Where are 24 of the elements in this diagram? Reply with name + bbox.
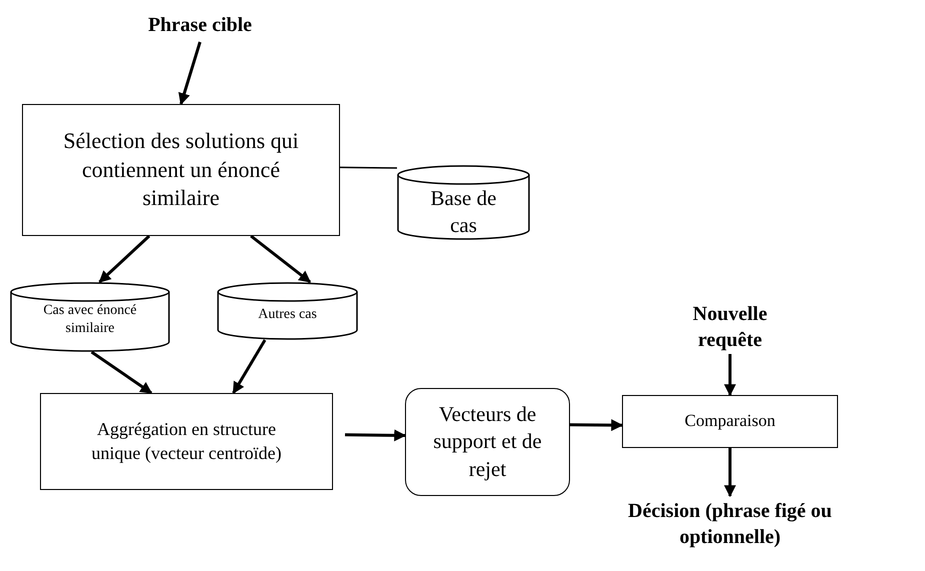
- rounded-box: [405, 388, 570, 496]
- process-box: [22, 104, 340, 236]
- arrow: [98, 234, 150, 284]
- arrow: [232, 339, 266, 394]
- arrow: [90, 350, 152, 394]
- arrow: [724, 448, 736, 498]
- process-box: [40, 393, 333, 490]
- node-label: Vecteurs de support et de rejet: [432, 401, 543, 483]
- arrow: [724, 354, 736, 396]
- heading-text: Décision (phrase figé ou optionnelle): [627, 499, 833, 550]
- arrow: [344, 429, 406, 442]
- arrow: [250, 234, 311, 284]
- arrow: [178, 42, 202, 106]
- node-label: Aggrégation en structure unique (vecteur centroïde): [90, 418, 282, 465]
- node-label: Cas avec énoncé similaire: [42, 302, 138, 338]
- node-label: Autres cas: [258, 306, 317, 324]
- connector-line: [340, 166, 397, 169]
- node-label: Base de cas: [430, 185, 498, 240]
- heading-text: Phrase cible: [148, 13, 252, 38]
- node-label: Sélection des solutions qui contiennent un énoncé similaire: [62, 127, 300, 212]
- process-box: [622, 395, 838, 448]
- heading-text: Nouvelle requête: [692, 302, 768, 353]
- node-label: Comparaison: [684, 410, 776, 432]
- arrow: [570, 419, 624, 432]
